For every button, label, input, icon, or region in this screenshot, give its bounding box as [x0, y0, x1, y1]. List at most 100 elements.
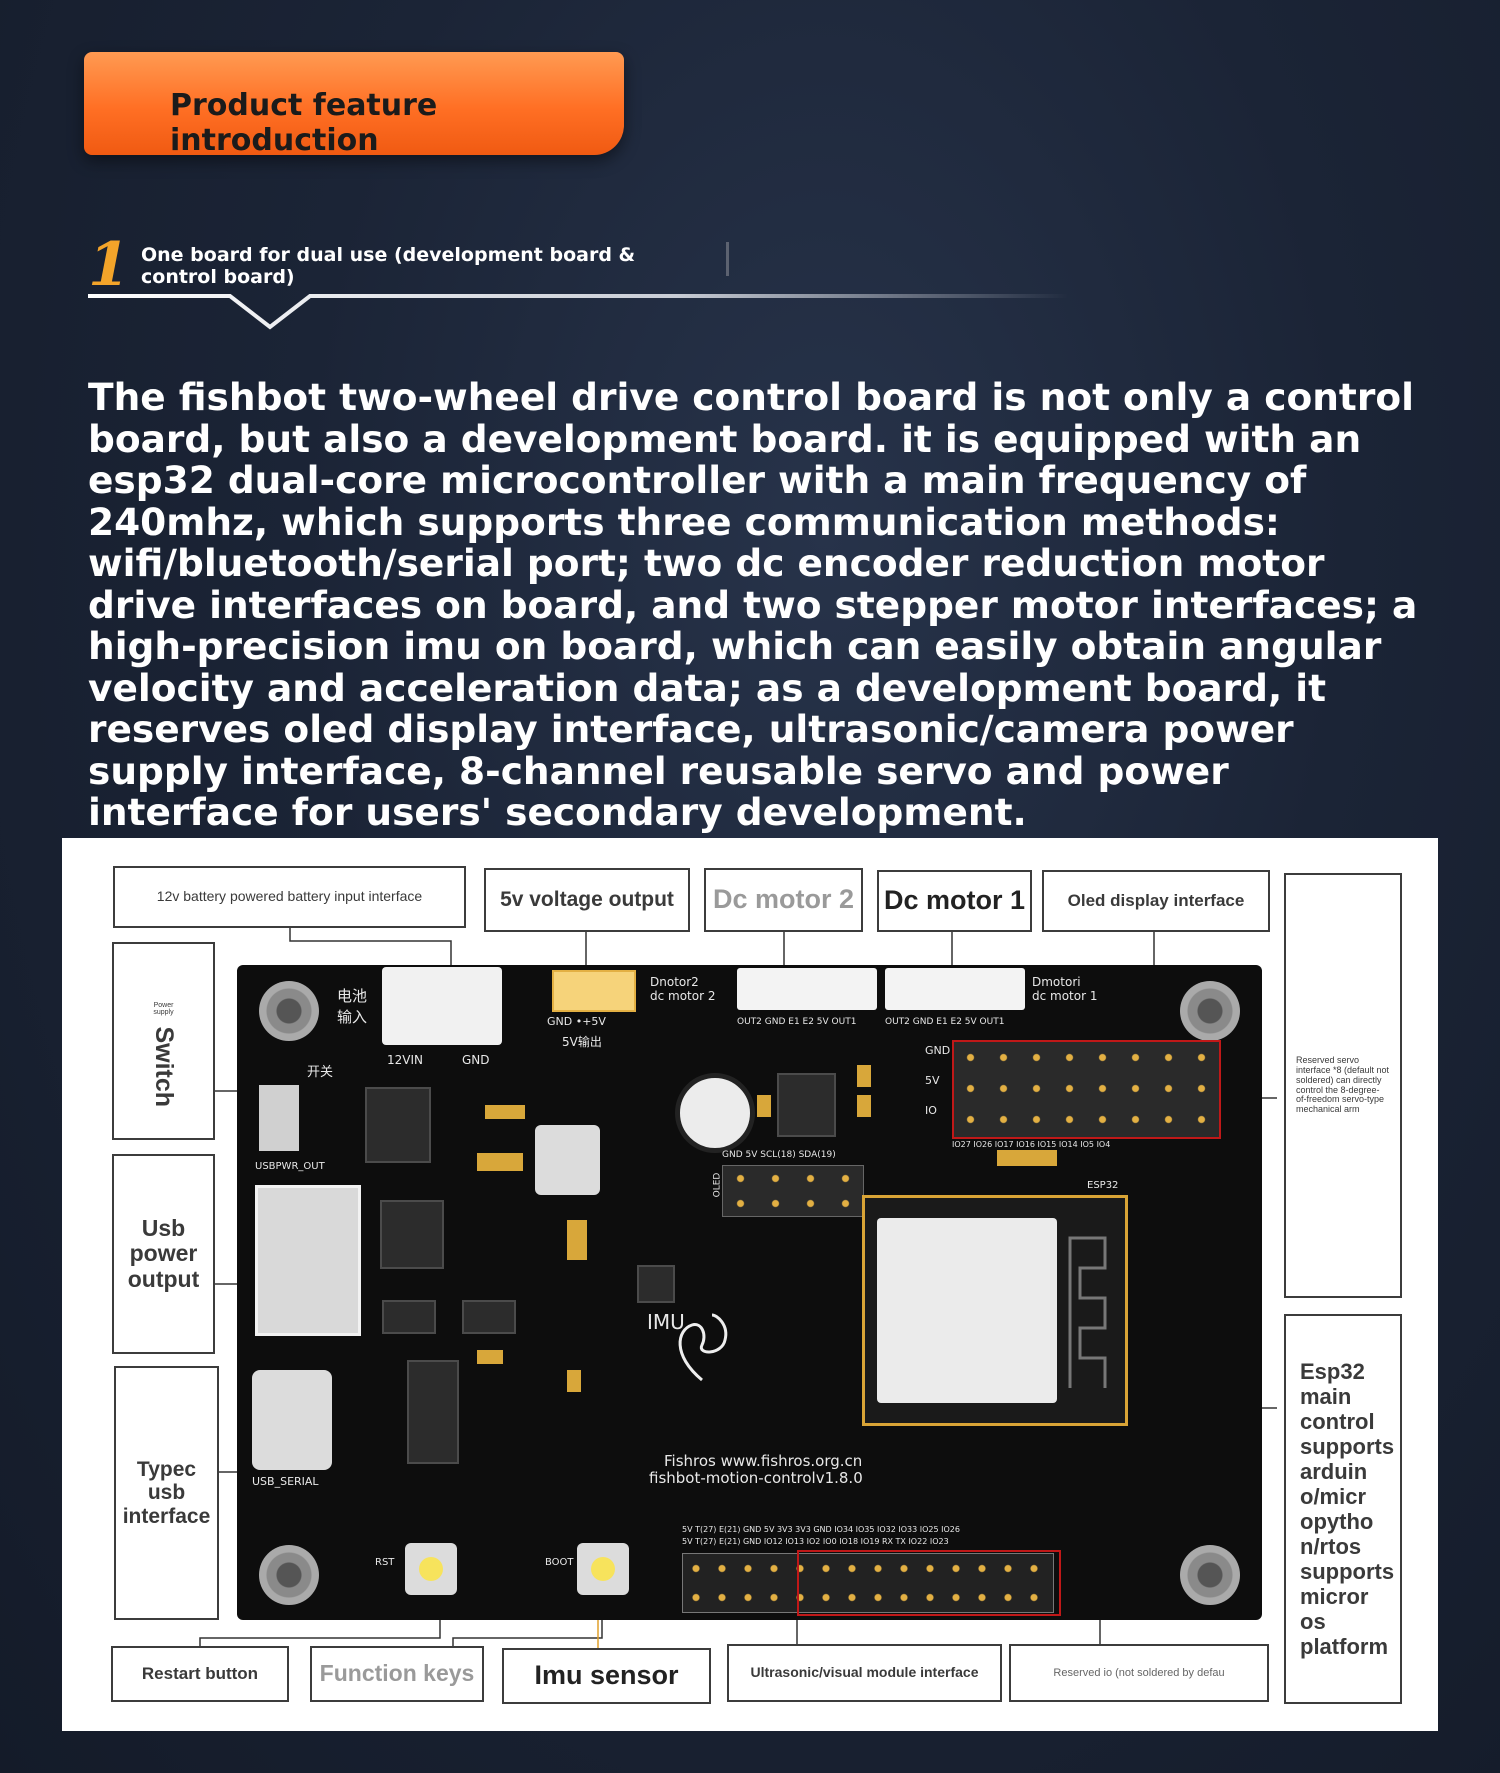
fish-logo-icon: [678, 1313, 728, 1382]
power-switch: [259, 1085, 299, 1151]
silk-version: fishbot-motion-controlv1.8.0: [649, 1469, 863, 1487]
silk-5v-out: 5V输出: [562, 1035, 602, 1049]
pad-c44: [857, 1065, 871, 1087]
subtitle-tick-mark: [726, 242, 729, 276]
silk-imu: IMU: [647, 1310, 685, 1334]
section-title: Product feature introduction: [170, 88, 438, 158]
esp32-label-line: o/micr: [1300, 1484, 1367, 1509]
pad-c47: [477, 1153, 523, 1171]
label-typec: Typec usb interface: [114, 1366, 219, 1620]
pad-led: [567, 1370, 581, 1392]
mount-hole-br: [1180, 1545, 1240, 1605]
esp32-label-line: opytho: [1300, 1509, 1374, 1534]
boot-button[interactable]: [577, 1543, 629, 1595]
reserved-io-highlight: [797, 1550, 1061, 1616]
pcb-board: 电池输入 12VIN GND GND •+5V 5V输出 Dnotor2 dc …: [237, 965, 1262, 1620]
silk-motor2-en: dc motor 2: [650, 989, 716, 1003]
label-power-supply: Power supply: [153, 1001, 174, 1017]
typec-port: [252, 1370, 332, 1470]
silk-vin: 12VIN: [387, 1053, 423, 1067]
silk-switch-cn: 开关: [307, 1065, 334, 1080]
imu-chip: [637, 1265, 675, 1303]
motor2-connector: [737, 968, 877, 1010]
label-usb-power: Usb power output: [112, 1154, 215, 1354]
mount-hole-tr: [1180, 981, 1240, 1041]
chip-regulator: [365, 1087, 431, 1163]
label-dc-motor-1: Dc motor 1: [877, 870, 1032, 932]
feature-subtitle: One board for dual use (development boar…: [141, 244, 636, 288]
mount-hole-bl: [259, 1545, 319, 1605]
esp32-label-line: os: [1300, 1609, 1326, 1634]
silk-gnd-5v: GND •+5V: [547, 1015, 606, 1028]
diode-d1: [382, 1300, 436, 1334]
silk-motor1: Dmotori: [1032, 975, 1081, 989]
silk-esp32: ESP32: [1087, 1180, 1119, 1191]
esp32-label-line: control: [1300, 1409, 1375, 1434]
silk-servo-5v: 5V: [925, 1074, 940, 1087]
diode-d3: [462, 1300, 516, 1334]
inductor-l2: [535, 1125, 600, 1195]
silk-servo-pins: IO27 IO26 IO17 IO16 IO15 IO14 IO5 IO4: [952, 1140, 1111, 1149]
esp32-label-line: supports: [1300, 1434, 1395, 1459]
label-oled: Oled display interface: [1042, 870, 1270, 932]
esp32-antenna: [1068, 1236, 1107, 1388]
esp32-label-line: Esp32: [1300, 1359, 1365, 1384]
esp32-label-line: platform: [1300, 1634, 1388, 1659]
motor1-connector: [885, 968, 1025, 1010]
pad-c37: [477, 1350, 503, 1364]
silk-motor2: Dnotor2: [650, 975, 699, 989]
label-reserved-io: Reserved io (not soldered by defau: [1009, 1644, 1269, 1702]
servo-header: [952, 1040, 1221, 1139]
label-servo-interface: Reserved servo interface *8 (default not…: [1284, 873, 1402, 1298]
silk-servo-gnd: GND: [925, 1044, 951, 1057]
label-dc-motor-2: Dc motor 2: [704, 868, 863, 932]
silk-oled: OLED: [712, 1172, 723, 1198]
esp32-shield: [877, 1218, 1057, 1403]
silk-boot: BOOT: [545, 1557, 574, 1568]
label-battery-input: 12v battery powered battery input interf…: [113, 866, 466, 928]
silk-motor1-en: dc motor 1: [1032, 989, 1098, 1003]
pad-c21: [857, 1095, 871, 1117]
io-header: [682, 1553, 1054, 1613]
chip-u5: [407, 1360, 459, 1464]
oled-header: [722, 1165, 864, 1217]
chip-u15: [380, 1200, 444, 1269]
esp32-label-line: n/rtos: [1300, 1534, 1362, 1559]
silk-oled-pins: GND 5V SCL(18) SDA(19): [722, 1150, 836, 1160]
silk-battery-cn: 电池输入: [337, 987, 368, 1026]
label-switch-box: Power supply Switch: [112, 942, 215, 1140]
electrolytic-capacitor: [675, 1073, 755, 1153]
esp32-label-line: arduin: [1300, 1459, 1368, 1484]
chip-u3: [777, 1073, 836, 1137]
silk-rst: RST: [375, 1557, 395, 1568]
label-5v-output: 5v voltage output: [484, 868, 690, 932]
restart-button[interactable]: [405, 1543, 457, 1595]
label-ultrasonic: Ultrasonic/visual module interface: [727, 1644, 1002, 1702]
silk-header-bot: 5V T(27) E(21) GND IO12 IO13 IO2 IO0 IO1…: [682, 1537, 949, 1546]
silk-brand: Fishros www.fishros.org.cn: [664, 1452, 863, 1470]
pad-c22: [757, 1095, 771, 1117]
board-diagram: 12v battery powered battery input interf…: [62, 838, 1438, 1731]
section-title-banner: Product feature introduction: [84, 52, 624, 158]
silk-gnd: GND: [462, 1053, 490, 1067]
step-number-badge: 1: [88, 230, 130, 300]
silk-header-top: 5V T(27) E(21) GND 5V 3V3 3V3 GND IO34 I…: [682, 1525, 960, 1534]
servo-row-labels: GND 5V IO: [925, 1040, 955, 1135]
product-description: The fishbot two-wheel drive control boar…: [88, 375, 1418, 834]
battery-connector: [382, 967, 502, 1045]
label-restart-button: Restart button: [111, 1646, 289, 1702]
boot-button-cap[interactable]: [591, 1557, 615, 1581]
mount-hole-tl: [259, 981, 319, 1041]
esp32-label-line: supports: [1300, 1559, 1395, 1584]
label-function-keys: Function keys: [310, 1646, 484, 1702]
restart-button-cap[interactable]: [419, 1557, 443, 1581]
pad-c49: [567, 1220, 587, 1260]
pad-c41: [997, 1150, 1057, 1166]
silk-motor1-pins: OUT2 GND E1 E2 5V OUT1: [885, 1017, 1005, 1027]
esp32-label-line: main: [1300, 1384, 1352, 1409]
5v-output-connector: [552, 970, 636, 1012]
silk-motor2-pins: OUT2 GND E1 E2 5V OUT1: [737, 1017, 857, 1027]
label-imu-sensor: Imu sensor: [502, 1648, 711, 1704]
